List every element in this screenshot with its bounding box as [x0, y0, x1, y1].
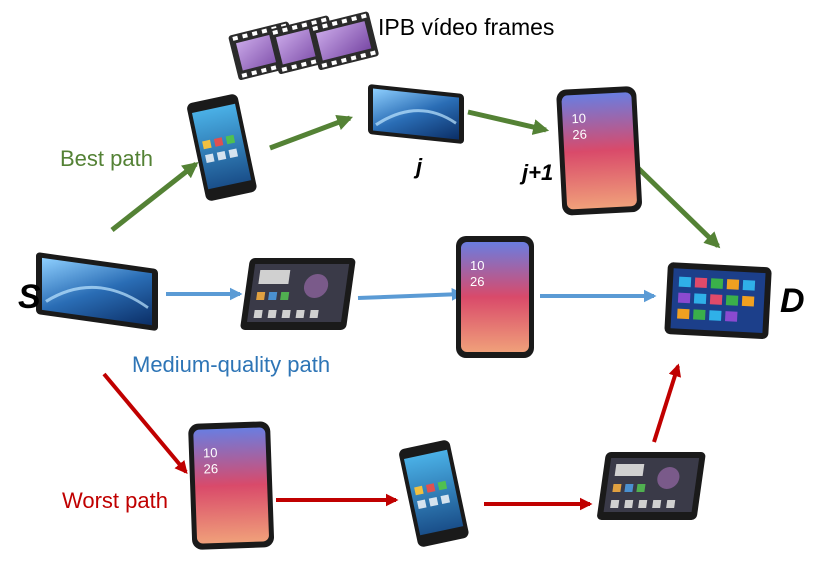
tablet-icon: [597, 452, 706, 520]
best-path-arrows: [110, 109, 721, 249]
source-label: S: [18, 278, 41, 316]
svg-text:26: 26: [470, 274, 484, 289]
smartphone-icon: 10 26: [556, 86, 642, 216]
tablet-icon: [664, 262, 772, 340]
tablet-icon: [36, 252, 158, 331]
medium-path-label: Medium-quality path: [132, 352, 331, 377]
smartphone-icon: [187, 94, 257, 201]
svg-text:10: 10: [203, 445, 218, 460]
svg-text:10: 10: [571, 110, 586, 126]
medium-path-arrows: [166, 287, 657, 303]
svg-text:10: 10: [470, 258, 484, 273]
smartphone-icon: 10 26: [188, 421, 275, 550]
best-path-label: Best path: [60, 146, 153, 171]
best-arrow-3: [467, 109, 550, 135]
worst-arrow-4: [652, 363, 682, 443]
smartphone-icon: [399, 440, 469, 547]
best-arrow-4: [636, 166, 721, 249]
film-strip-icon: [228, 11, 379, 80]
best-arrow-1: [110, 162, 199, 232]
worst-path-label: Worst path: [62, 488, 168, 513]
smartphone-icon: 10 26: [456, 236, 534, 358]
destination-label: D: [780, 282, 805, 320]
node-j1-label: j+1: [522, 160, 554, 185]
frames-label: IPB vídeo frames: [378, 14, 555, 40]
tablet-icon: [368, 84, 464, 144]
worst-path-arrows: [102, 363, 682, 511]
medium-arrow-2: [357, 287, 465, 301]
svg-text:26: 26: [203, 461, 218, 476]
best-arrow-2: [269, 115, 353, 151]
svg-text:26: 26: [572, 126, 587, 142]
node-j-label: j: [416, 154, 423, 179]
worst-arrow-1: [102, 372, 188, 474]
tablet-icon: [240, 258, 356, 330]
